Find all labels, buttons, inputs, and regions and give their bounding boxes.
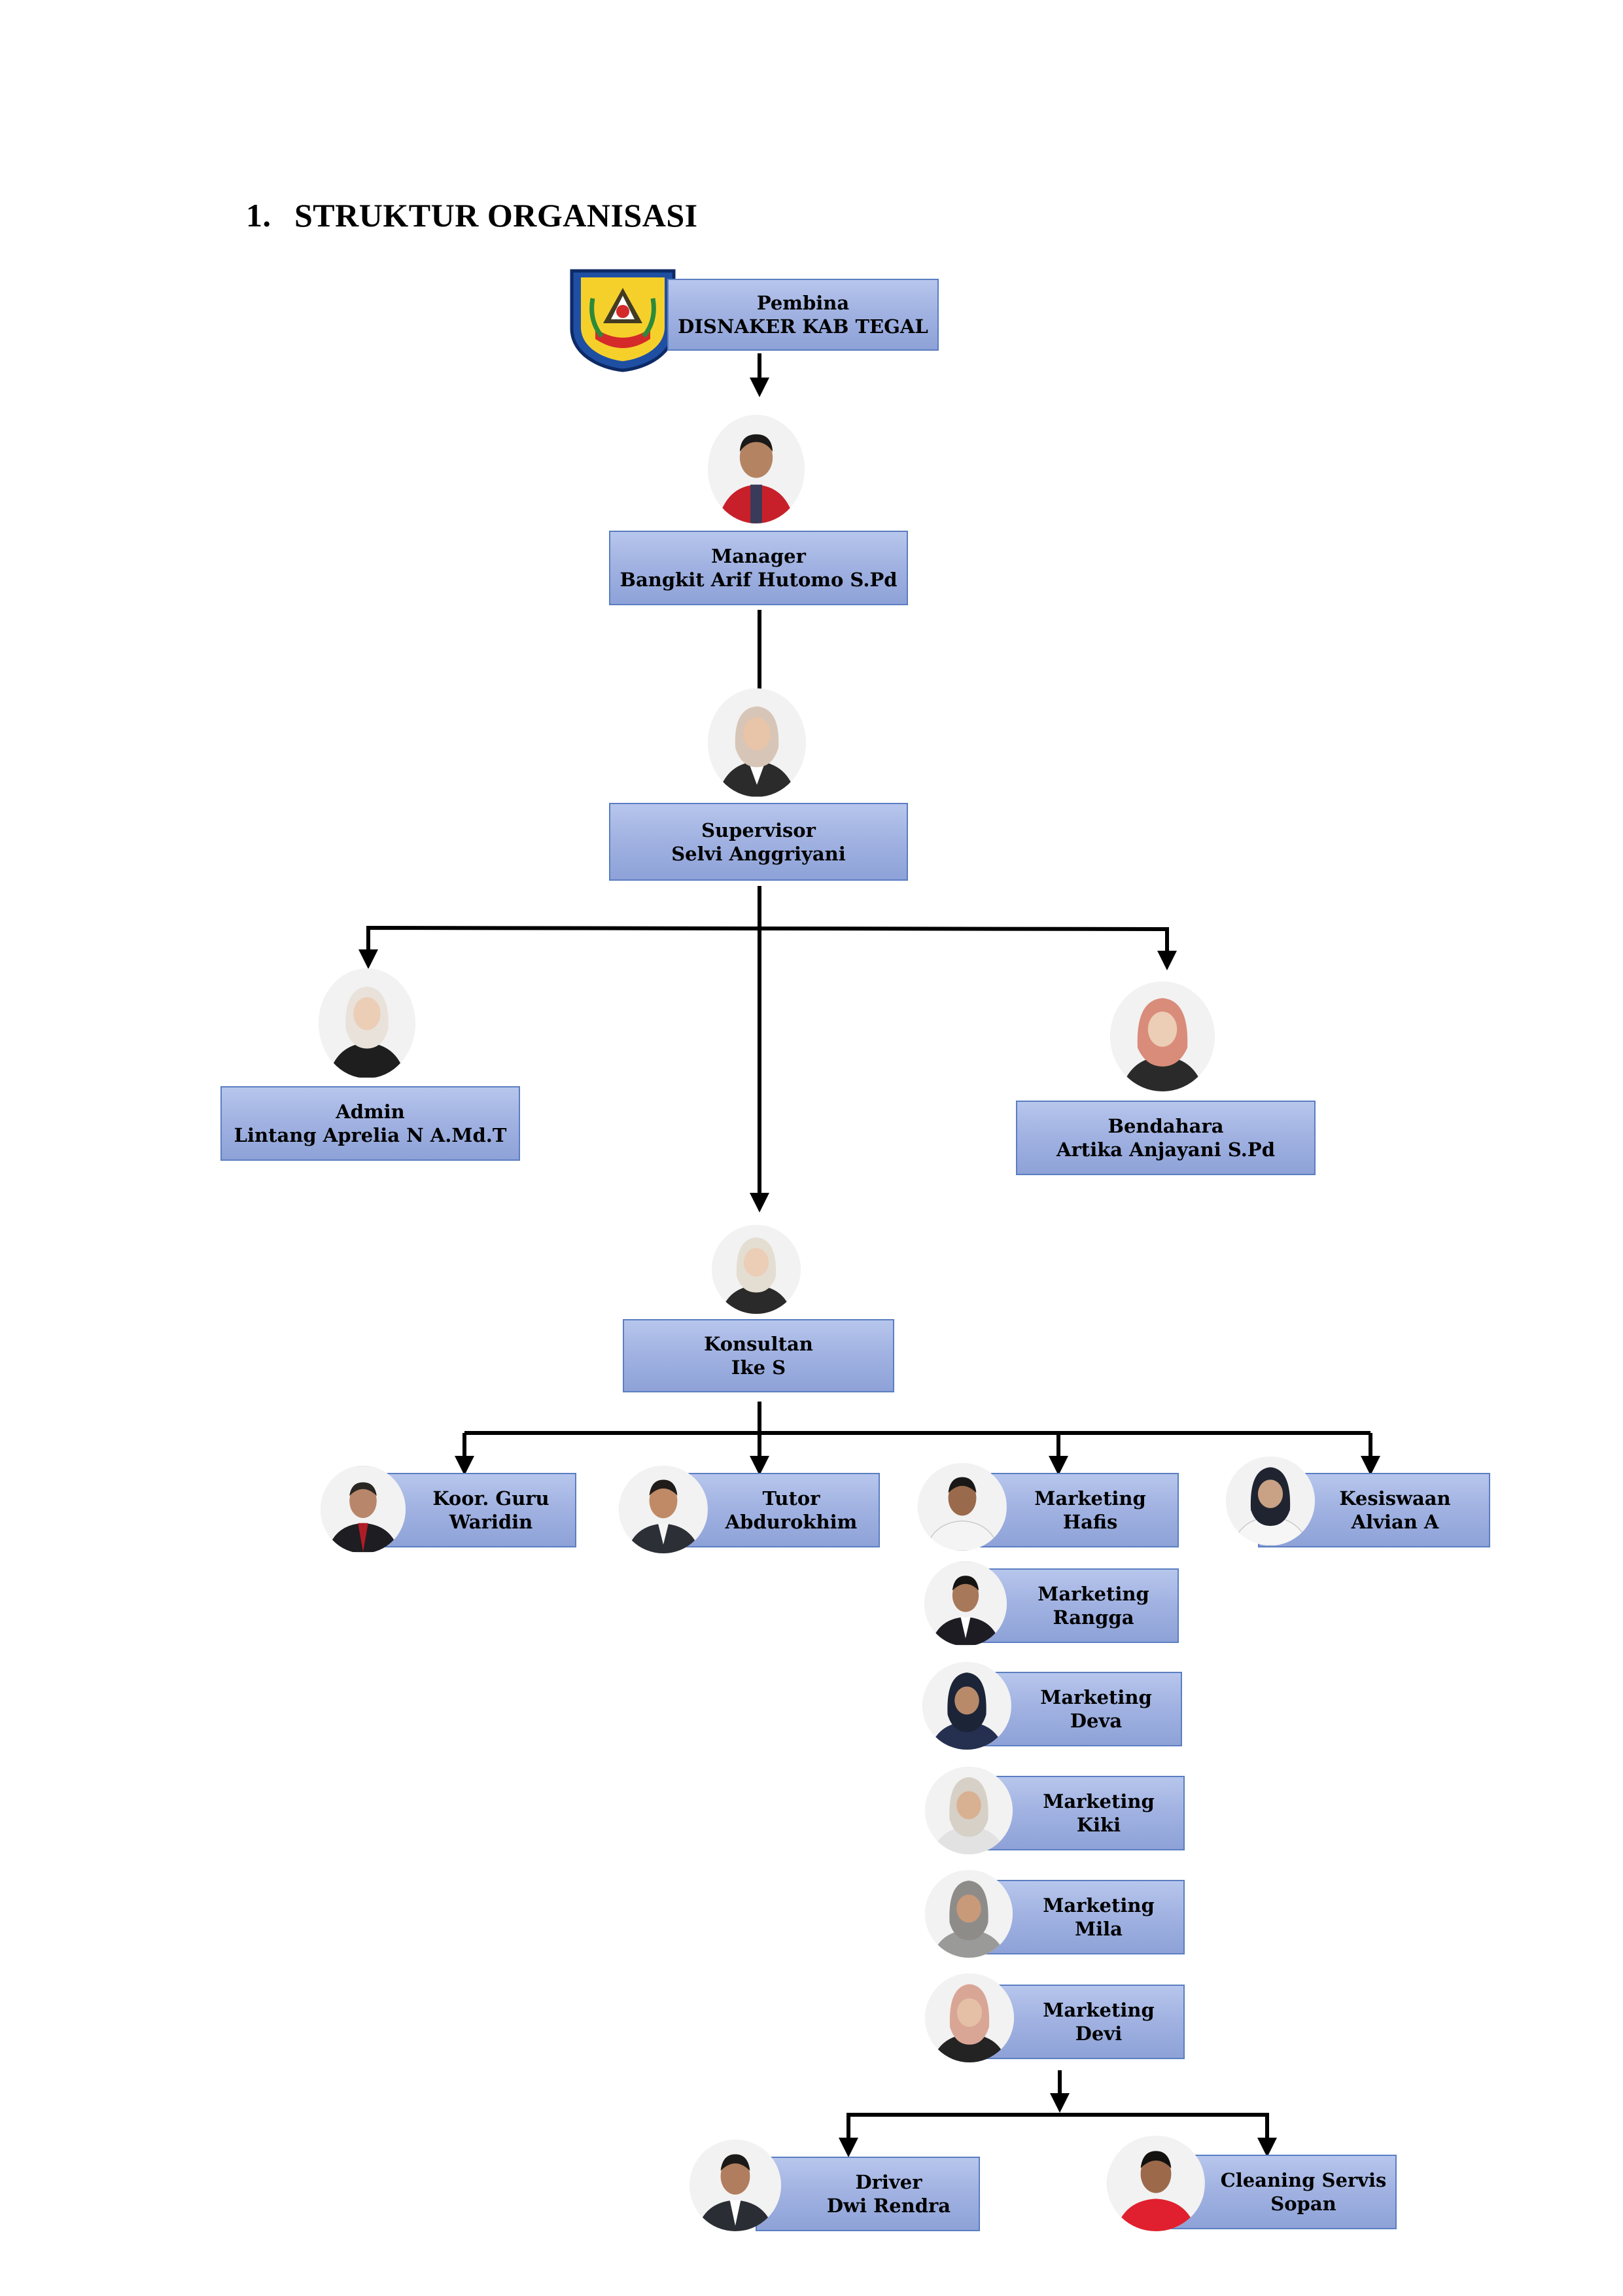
node-pembina: Pembina DISNAKER KAB TEGAL xyxy=(667,279,939,351)
branch-driver-cleaning xyxy=(846,2113,1269,2144)
node-name: Bangkit Arif Hutomo S.Pd xyxy=(620,569,898,591)
node-admin: Admin Lintang Aprelia N A.Md.T xyxy=(220,1086,520,1161)
node-name: Devi xyxy=(1075,2022,1123,2045)
node-role: Bendahara xyxy=(1108,1115,1224,1137)
marketing-hafis-photo xyxy=(918,1463,1007,1551)
node-role: Manager xyxy=(711,545,806,567)
branch-admin-bendahara xyxy=(366,925,1177,970)
node-driver: Driver Dwi Rendra xyxy=(756,2157,980,2231)
node-role: Tutor xyxy=(762,1487,820,1510)
node-role: Marketing xyxy=(1043,1790,1155,1812)
kesiswaan-photo xyxy=(1226,1457,1315,1545)
section-title: STRUKTUR ORGANISASI xyxy=(294,197,698,234)
tutor-photo xyxy=(619,1466,708,1553)
node-supervisor: Supervisor Selvi Anggriyani xyxy=(609,803,908,881)
node-name: Ike S xyxy=(731,1356,786,1379)
node-name: Hafis xyxy=(1062,1511,1118,1533)
manager-photo xyxy=(708,415,805,523)
node-name: Mila xyxy=(1075,1918,1123,1940)
node-name: Dwi Rendra xyxy=(826,2195,951,2217)
node-role: Pembina xyxy=(756,292,850,314)
kabupaten-tegal-emblem xyxy=(569,268,676,373)
marketing-kiki-photo xyxy=(925,1767,1013,1854)
node-role: Marketing xyxy=(1034,1487,1146,1510)
node-role: Marketing xyxy=(1043,1894,1155,1916)
supervisor-photo xyxy=(708,688,806,797)
konsultan-photo xyxy=(712,1225,801,1314)
node-role: Kesiswaan xyxy=(1339,1487,1451,1510)
node-name: Rangga xyxy=(1053,1606,1134,1629)
node-cleaning-servis: Cleaning Servis Sopan xyxy=(1168,2155,1397,2229)
driver-photo xyxy=(689,2140,781,2231)
cleaning-servis-photo xyxy=(1107,2136,1205,2231)
node-role: Marketing xyxy=(1038,1583,1149,1605)
marketing-devi-photo xyxy=(925,1973,1014,2062)
node-name: Waridin xyxy=(449,1511,533,1533)
node-name: Kiki xyxy=(1076,1814,1121,1836)
node-role: Driver xyxy=(855,2171,922,2193)
page-title: 1. STRUKTUR ORGANISASI xyxy=(246,196,698,234)
node-role: Admin xyxy=(336,1101,405,1123)
node-konsultan: Konsultan Ike S xyxy=(623,1319,894,1392)
node-role: Koor. Guru xyxy=(432,1487,550,1510)
node-marketing-rangga: Marketing Rangga xyxy=(966,1568,1179,1643)
marketing-rangga-photo xyxy=(924,1561,1007,1646)
marketing-mila-photo xyxy=(925,1870,1013,1958)
node-name: Sopan xyxy=(1270,2193,1336,2215)
marketing-deva-photo xyxy=(922,1662,1011,1750)
node-role: Marketing xyxy=(1040,1686,1152,1708)
node-name: Artika Anjayani S.Pd xyxy=(1056,1139,1275,1161)
node-bendahara: Bendahara Artika Anjayani S.Pd xyxy=(1016,1101,1316,1175)
node-manager: Manager Bangkit Arif Hutomo S.Pd xyxy=(609,531,908,605)
node-name: Alvian A xyxy=(1351,1511,1439,1533)
admin-photo xyxy=(319,968,415,1078)
node-name: Lintang Aprelia N A.Md.T xyxy=(234,1124,507,1146)
node-role: Konsultan xyxy=(704,1333,813,1355)
node-name: Deva xyxy=(1070,1710,1123,1732)
bendahara-photo xyxy=(1110,981,1215,1091)
node-name: Selvi Anggriyani xyxy=(671,842,846,865)
koor-guru-photo xyxy=(321,1466,406,1553)
section-number: 1. xyxy=(246,197,271,234)
node-role: Supervisor xyxy=(701,819,816,841)
node-role: Marketing xyxy=(1043,1999,1155,2021)
node-name: DISNAKER KAB TEGAL xyxy=(678,315,928,338)
node-name: Abdurokhim xyxy=(725,1511,858,1533)
node-role: Cleaning Servis xyxy=(1220,2169,1387,2191)
